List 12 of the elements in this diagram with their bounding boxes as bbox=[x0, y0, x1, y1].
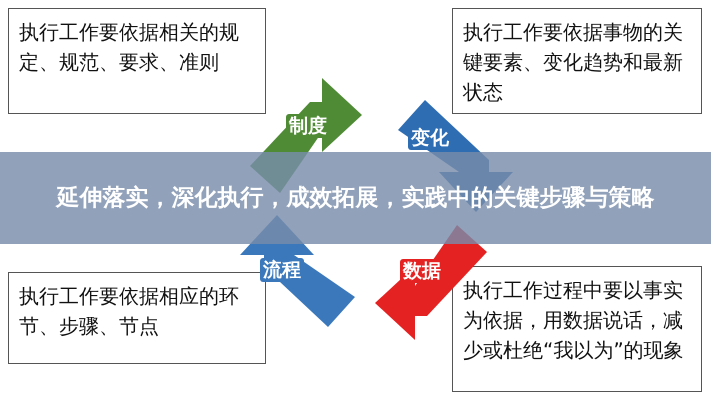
segment-label: 制度 bbox=[286, 114, 330, 138]
box-text: 执行工作要依据相关的规定、规范、要求、准则 bbox=[19, 19, 240, 76]
title: 延伸落实，深化执行，成效拓展，实践中的关键步骤与策略 bbox=[54, 184, 656, 213]
segment-label: 变化 bbox=[408, 126, 452, 150]
box-text: 执行工作要依据相应的环节、步骤、节点 bbox=[19, 283, 240, 340]
text-box bbox=[452, 266, 702, 392]
box-text: 执行工作要依据事物的关键要素、变化趋势和最新状态 bbox=[463, 19, 684, 106]
text-box bbox=[452, 8, 702, 114]
text-box bbox=[8, 8, 266, 114]
segment-label: 数据 bbox=[400, 259, 444, 283]
box-text: 执行工作过程中要以事实为依据，用数据说话，减少或杜绝“我以为”的现象 bbox=[463, 277, 685, 364]
segment-label: 流程 bbox=[260, 258, 304, 282]
